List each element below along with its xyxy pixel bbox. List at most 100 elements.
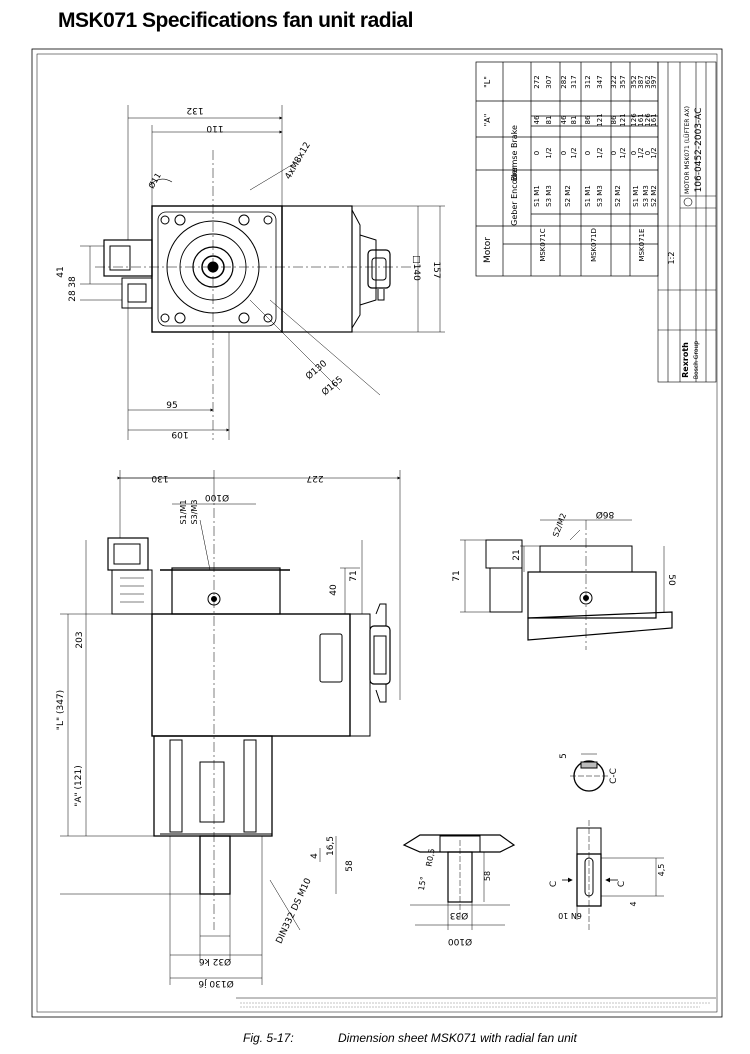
table-cell: 397 — [650, 75, 658, 88]
dim-side-58: 58 — [345, 860, 355, 872]
dim-top-41: 41 — [56, 266, 66, 277]
table-cell: S1 M1 — [584, 185, 592, 207]
dim-top-bolts: 4xM8x12 — [284, 141, 313, 182]
table-header-motor: Motor — [483, 237, 493, 263]
dimension-table — [475, 61, 659, 277]
table-cell: 1/2 — [637, 147, 645, 158]
table-cell: 0 — [560, 151, 568, 155]
table-cell: S1 M1 — [533, 185, 541, 207]
table-cell: 387 — [637, 75, 645, 88]
table-cell: 126 — [644, 113, 652, 127]
table-cell: 0 — [533, 151, 541, 155]
table-cell: 1/2 — [619, 147, 627, 158]
table-motor-c: MSK071C — [539, 228, 547, 261]
dim-side-165: 16,5 — [326, 836, 336, 856]
dim-right-86: 86Ø — [596, 509, 615, 520]
table-cell: 161 — [637, 113, 645, 126]
detail-section-cc — [570, 753, 608, 792]
table-cell: S3 M3 — [642, 185, 650, 207]
table-cell: 86 — [610, 115, 618, 124]
dim-top-95: 95 — [166, 401, 177, 411]
table-cell: 0 — [584, 151, 592, 155]
table-cell: S1 M1 — [632, 185, 640, 207]
table-cell: S2 M2 — [614, 185, 622, 207]
dim-side-40: 40 — [329, 584, 339, 596]
figure-caption: Dimension sheet MSK071 with radial fan u… — [338, 1031, 577, 1045]
dim-side-203: 203 — [75, 631, 85, 648]
detail-45: 4,5 — [657, 864, 666, 877]
dim-side-100: Ø100 — [205, 492, 230, 503]
table-cell: 362 — [644, 75, 652, 88]
dim-side-shaft32: Ø32 k6 — [199, 956, 232, 967]
table-cell: 161 — [650, 113, 658, 126]
dim-right-s2m2: S2/M2 — [551, 512, 568, 538]
table-header-brake: Bremse Brake — [510, 125, 519, 181]
page-title: MSK071 Specifications fan unit radial — [58, 9, 413, 32]
dim-side-4: 4 — [310, 853, 320, 859]
table-cell: 86 — [584, 115, 592, 124]
detail-c-left: C — [549, 881, 559, 887]
table-cell: S3 M3 — [596, 185, 604, 207]
table-cell: 1/2 — [650, 147, 658, 158]
dim-top-110: 110 — [206, 123, 223, 133]
dim-top-109: 109 — [171, 429, 188, 439]
table-cell: 0 — [610, 151, 618, 155]
table-header-a: "A" — [483, 114, 492, 127]
dim-top-28: 28 — [68, 290, 78, 302]
title-block-name: MOTOR MSK071 (LÜFTER AX) — [684, 106, 691, 194]
title-block-scale: 1:2 — [667, 252, 676, 265]
detail-5: 5 — [559, 753, 569, 759]
detail-58: 58 — [483, 871, 492, 881]
table-cell: 322 — [610, 75, 618, 88]
detail-center-bore — [402, 834, 516, 930]
title-block — [657, 61, 717, 383]
detail-shaft-key — [562, 820, 664, 930]
title-block-drawing-no: 106-0452-2003-AC — [694, 108, 704, 193]
table-cell: 81 — [570, 116, 578, 125]
table-cell: 81 — [545, 116, 553, 125]
table-cell: 282 — [560, 75, 568, 88]
detail-100: Ø100 — [448, 936, 473, 947]
detail-33: Ø33 — [450, 910, 469, 921]
detail-n10: 6N 10 — [558, 911, 582, 920]
dim-top-140: □140 — [411, 255, 421, 281]
dim-side-227: 227 — [306, 473, 323, 483]
dim-right-50: 50 — [666, 574, 676, 586]
title-block-brand: Rexroth — [681, 342, 690, 378]
table-cell: 121 — [596, 113, 604, 126]
detail-4: 4 — [629, 901, 638, 906]
dim-side-din: DIN332 DS M10 — [275, 877, 314, 946]
table-cell: 307 — [545, 75, 553, 88]
side-view — [60, 470, 401, 985]
table-cell: 46 — [533, 115, 541, 124]
dim-top-157: 157 — [431, 261, 441, 278]
detail-c-right: C — [617, 881, 627, 887]
drawing-frame — [31, 48, 723, 1018]
dim-top-132: 132 — [186, 105, 203, 115]
table-cell: S3 M3 — [545, 185, 553, 207]
table-cell: 46 — [560, 115, 568, 124]
dim-right-71: 71 — [452, 570, 462, 581]
dim-top-165: Ø165 — [320, 374, 346, 398]
dim-side-shaft130: Ø130 j6 — [198, 978, 234, 989]
detail-cc: C-C — [609, 768, 619, 784]
table-cell: 126 — [630, 113, 638, 127]
table-cell: 1/2 — [570, 147, 578, 158]
table-headers: Motor Geber Encoder Bremse Brake "A" "L" — [483, 76, 519, 263]
table-cell: S2 M2 — [650, 185, 658, 207]
table-header-l: "L" — [483, 76, 492, 88]
table-cell: S2 M2 — [564, 185, 572, 207]
table-cell: 347 — [596, 75, 604, 88]
table-cell: 272 — [533, 75, 541, 88]
dim-side-L: "L" (347) — [56, 690, 66, 730]
dim-side-71: 71 — [349, 570, 359, 581]
right-view — [460, 519, 673, 650]
detail-r05: R0,5 — [425, 848, 437, 868]
title-block-group: Bosch Group — [693, 341, 700, 379]
dim-top-38: 38 — [68, 276, 78, 288]
table-cell: 121 — [619, 113, 627, 126]
dim-side-s1m1: S1/M1 — [179, 500, 188, 525]
copyright-strip — [236, 997, 716, 1008]
dim-top-11: Ø11 — [146, 171, 163, 190]
top-view — [80, 105, 445, 440]
